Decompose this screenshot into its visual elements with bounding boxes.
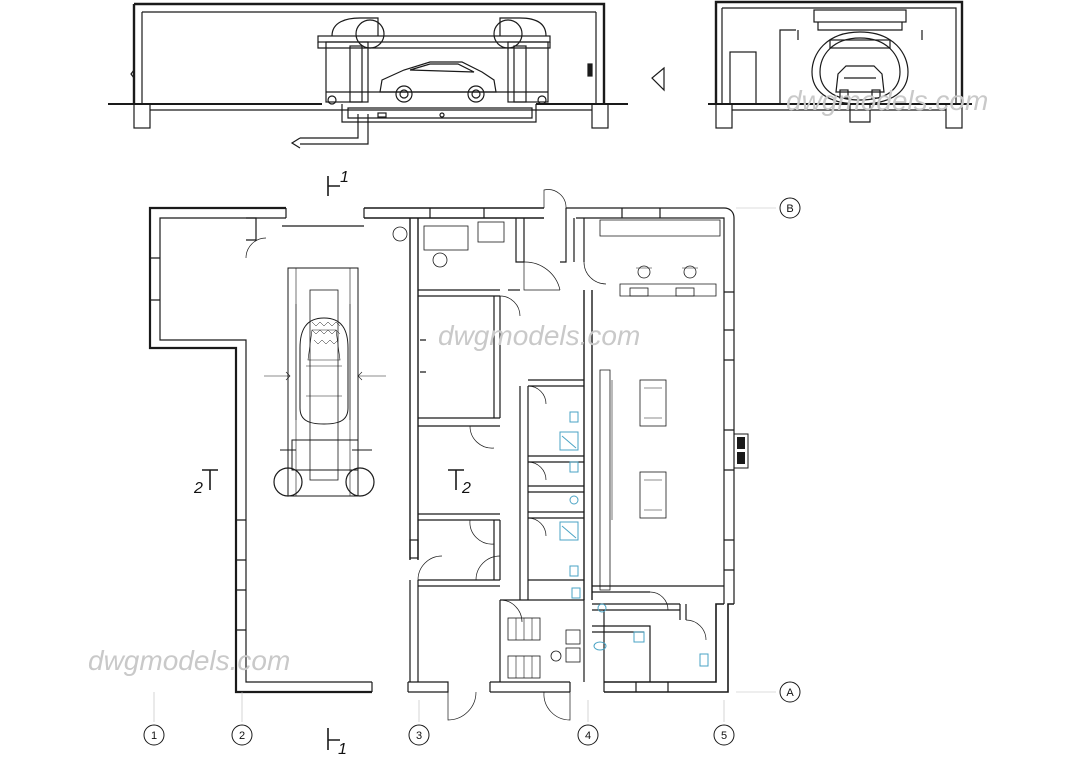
section-2-right-label: 2 (461, 480, 471, 497)
section-1-bottom-label: 1 (338, 741, 347, 758)
section-1-1-elevation (108, 2, 665, 149)
axis-label-3: 3 (416, 730, 422, 742)
sanitary-fixtures (559, 411, 709, 667)
section-2-2-elevation (708, 0, 972, 129)
axis-label-1: 1 (151, 730, 157, 742)
floor-plan (148, 189, 749, 721)
axis-label-2: 2 (239, 730, 245, 742)
watermark-center: dwgmodels.com (438, 320, 640, 351)
axis-label-4: 4 (585, 730, 591, 742)
grid-axis-lines (153, 207, 776, 722)
section-2-left-label: 2 (193, 480, 203, 497)
axis-label-a: A (786, 687, 794, 699)
axis-bubbles (143, 197, 801, 746)
watermark-bottom-left: dwgmodels.com (88, 645, 290, 676)
watermark-top-right: dwgmodels.com (786, 85, 988, 116)
section-cut-markers (202, 176, 464, 750)
axis-label-5: 5 (721, 730, 727, 742)
axis-label-b: B (786, 203, 793, 215)
section-1-top-label: 1 (340, 169, 349, 186)
